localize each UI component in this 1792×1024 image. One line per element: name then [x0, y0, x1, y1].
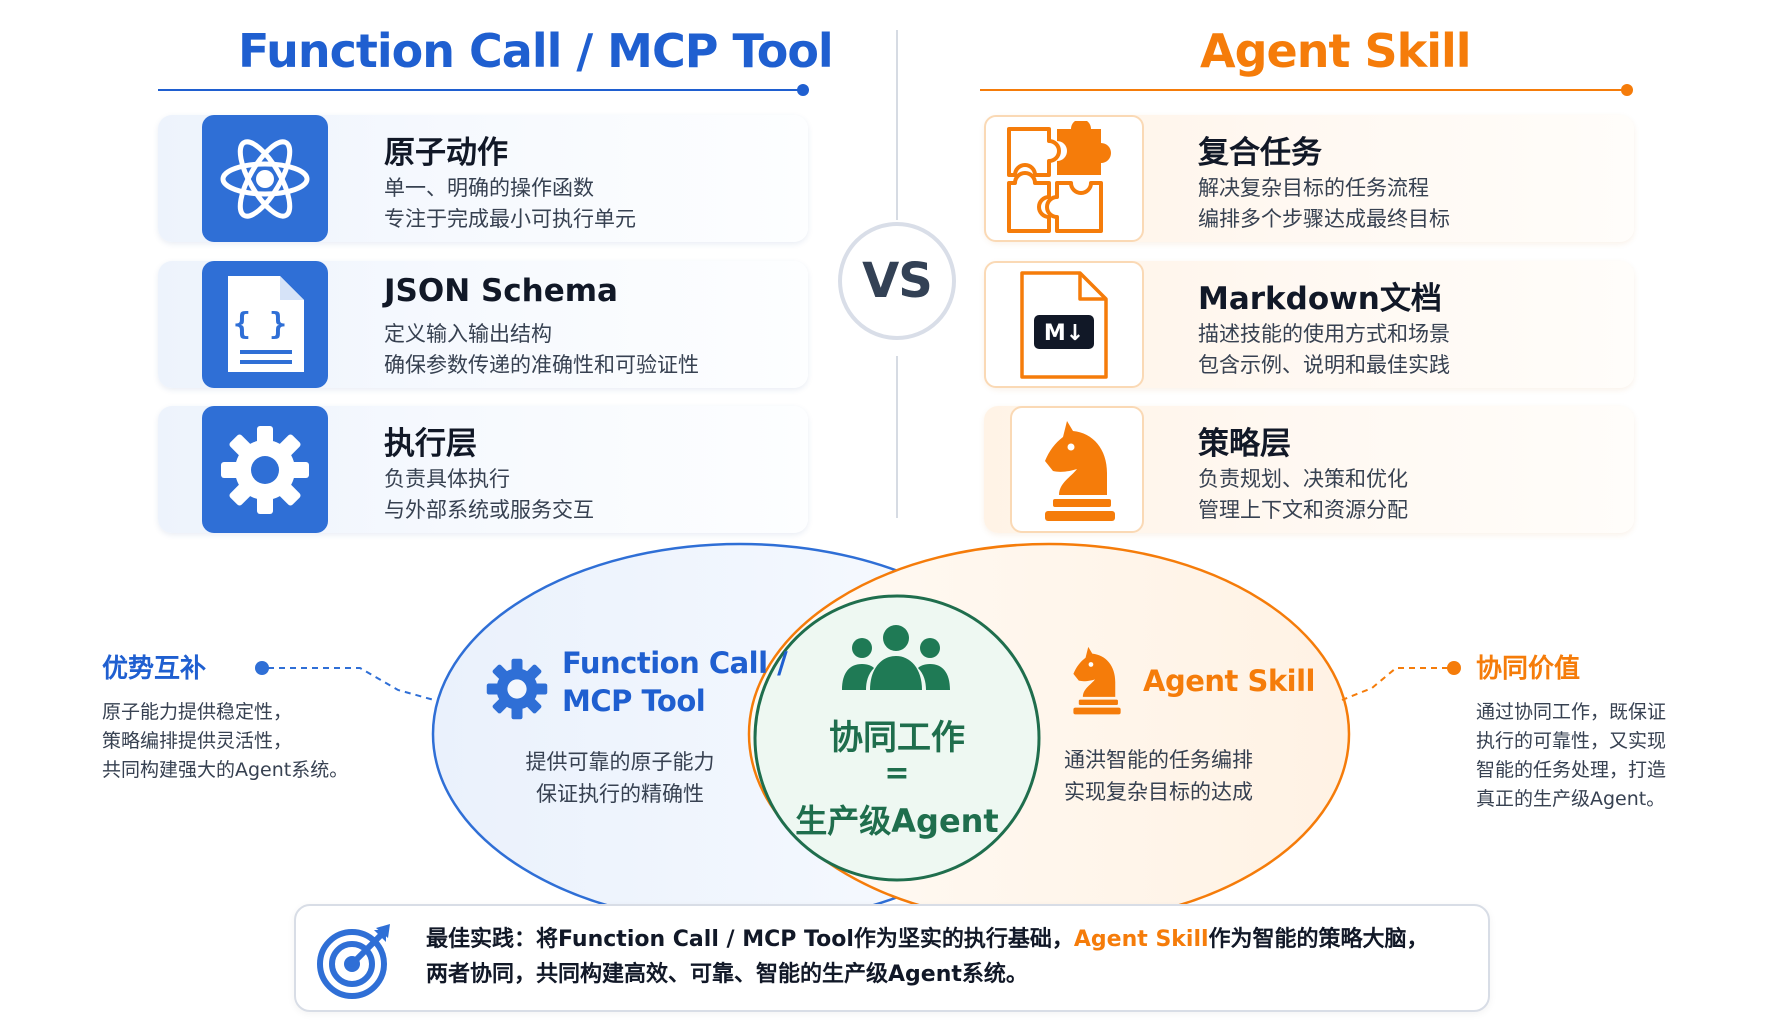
venn-center-title: 协同工作 [829, 718, 965, 758]
left-connector-dot [255, 661, 269, 675]
center-divider-top [896, 30, 898, 220]
side-left-line: 原子能力提供稳定性， [102, 701, 293, 723]
venn-right-line-2: 实现复杂目标的达成 [1064, 780, 1253, 804]
side-left-title: 优势互补 [102, 654, 207, 684]
left-card-atomic: 原子动作 单一、明确的操作函数 专注于完成最小可执行单元 [158, 115, 808, 242]
vs-badge: VS [838, 222, 956, 340]
best-practice-box: 最佳实践：将Function Call / MCP Tool作为坚实的执行基础，… [294, 904, 1490, 1012]
right-card-strategy-layer: 策略层 负责规划、决策和优化 管理上下文和资源分配 [984, 406, 1634, 533]
team-people-icon [840, 622, 952, 698]
card-desc-1: 负责具体执行 [384, 467, 510, 491]
left-rule-dot [797, 84, 809, 96]
venn-left-title-2: MCP Tool [562, 684, 706, 718]
side-right-line: 智能的任务处理，打造 [1476, 759, 1667, 781]
card-desc-2: 专注于完成最小可执行单元 [384, 207, 636, 231]
side-right-line: 通过协同工作，既保证 [1476, 701, 1667, 723]
target-icon [316, 920, 396, 1004]
markdown-document-icon: M↓ [984, 261, 1144, 388]
card-desc-1: 解决复杂目标的任务流程 [1198, 176, 1429, 200]
card-desc-1: 负责规划、决策和优化 [1198, 467, 1408, 491]
venn-center-circle [753, 594, 1041, 882]
card-title: Markdown文档 [1198, 281, 1442, 317]
card-desc-2: 包含示例、说明和最佳实践 [1198, 353, 1450, 377]
right-card-composite-task: 复合任务 解决复杂目标的任务流程 编排多个步骤达成最终目标 [984, 115, 1634, 242]
card-desc-2: 确保参数传递的准确性和可验证性 [384, 353, 699, 377]
best-practice-line-1: 最佳实践：将Function Call / MCP Tool作为坚实的执行基础，… [426, 923, 1429, 957]
venn-left-line-1: 提供可靠的原子能力 [525, 750, 715, 774]
atom-icon [202, 115, 328, 242]
right-connector [1341, 667, 1448, 701]
card-desc-2: 管理上下文和资源分配 [1198, 498, 1408, 522]
right-rule-dot [1621, 84, 1633, 96]
right-title: Agent Skill [1200, 24, 1472, 78]
right-title-rule [980, 89, 1628, 91]
card-title: 执行层 [384, 426, 477, 462]
card-title: JSON Schema [384, 273, 618, 309]
right-card-markdown-doc: M↓ Markdown文档 描述技能的使用方式和场景 包含示例、说明和最佳实践 [984, 261, 1634, 388]
puzzle-icon [984, 115, 1144, 242]
json-document-icon: { } [202, 261, 328, 388]
markdown-glyph: M↓ [1044, 321, 1084, 346]
venn-center-result: 生产级Agent [795, 802, 999, 840]
venn-left-line-2: 保证执行的精确性 [536, 782, 704, 806]
venn-left-title-1: Function Call / [562, 646, 788, 680]
chess-knight-icon [1010, 406, 1144, 533]
venn-chess-knight-icon [1068, 644, 1122, 720]
side-right-line: 执行的可靠性，又实现 [1476, 730, 1667, 752]
card-title: 策略层 [1198, 426, 1291, 462]
json-braces-glyph: { } [233, 307, 287, 342]
right-connector-dot [1447, 661, 1461, 675]
side-right-line: 真正的生产级Agent。 [1476, 788, 1666, 810]
side-left-line: 策略编排提供灵活性， [102, 730, 293, 752]
card-desc-1: 定义输入输出结构 [384, 322, 552, 346]
card-desc-1: 单一、明确的操作函数 [384, 176, 594, 200]
card-title: 原子动作 [384, 135, 508, 171]
vs-label: VS [862, 253, 933, 309]
venn-right-line-1: 通洪智能的任务编排 [1064, 748, 1253, 772]
left-title: Function Call / MCP Tool [238, 24, 834, 78]
card-desc-2: 与外部系统或服务交互 [384, 498, 594, 522]
best-practice-suffix: 作为智能的策略大脑， [1208, 927, 1429, 952]
card-title: 复合任务 [1198, 135, 1322, 171]
left-title-rule [158, 89, 804, 91]
left-connector [268, 667, 435, 701]
card-desc-1: 描述技能的使用方式和场景 [1198, 322, 1450, 346]
side-right-title: 协同价值 [1476, 654, 1581, 684]
left-card-execution-layer: 执行层 负责具体执行 与外部系统或服务交互 [158, 406, 808, 533]
best-practice-highlight: Agent Skill [1073, 927, 1209, 952]
side-left-line: 共同构建强大的Agent系统。 [102, 759, 349, 781]
venn-gear-icon [484, 656, 550, 726]
venn-right-title: Agent Skill [1143, 664, 1315, 698]
card-desc-2: 编排多个步骤达成最终目标 [1198, 207, 1450, 231]
best-practice-prefix: 最佳实践：将Function Call / MCP Tool作为坚实的执行基础， [426, 927, 1074, 952]
best-practice-line-2: 两者协同，共同构建高效、可靠、智能的生产级Agent系统。 [426, 962, 1028, 987]
center-divider-bottom [896, 356, 898, 518]
venn-center-equals: = [884, 756, 910, 791]
left-card-json-schema: { } JSON Schema 定义输入输出结构 确保参数传递的准确性和可验证性 [158, 261, 808, 388]
gear-icon [202, 406, 328, 533]
